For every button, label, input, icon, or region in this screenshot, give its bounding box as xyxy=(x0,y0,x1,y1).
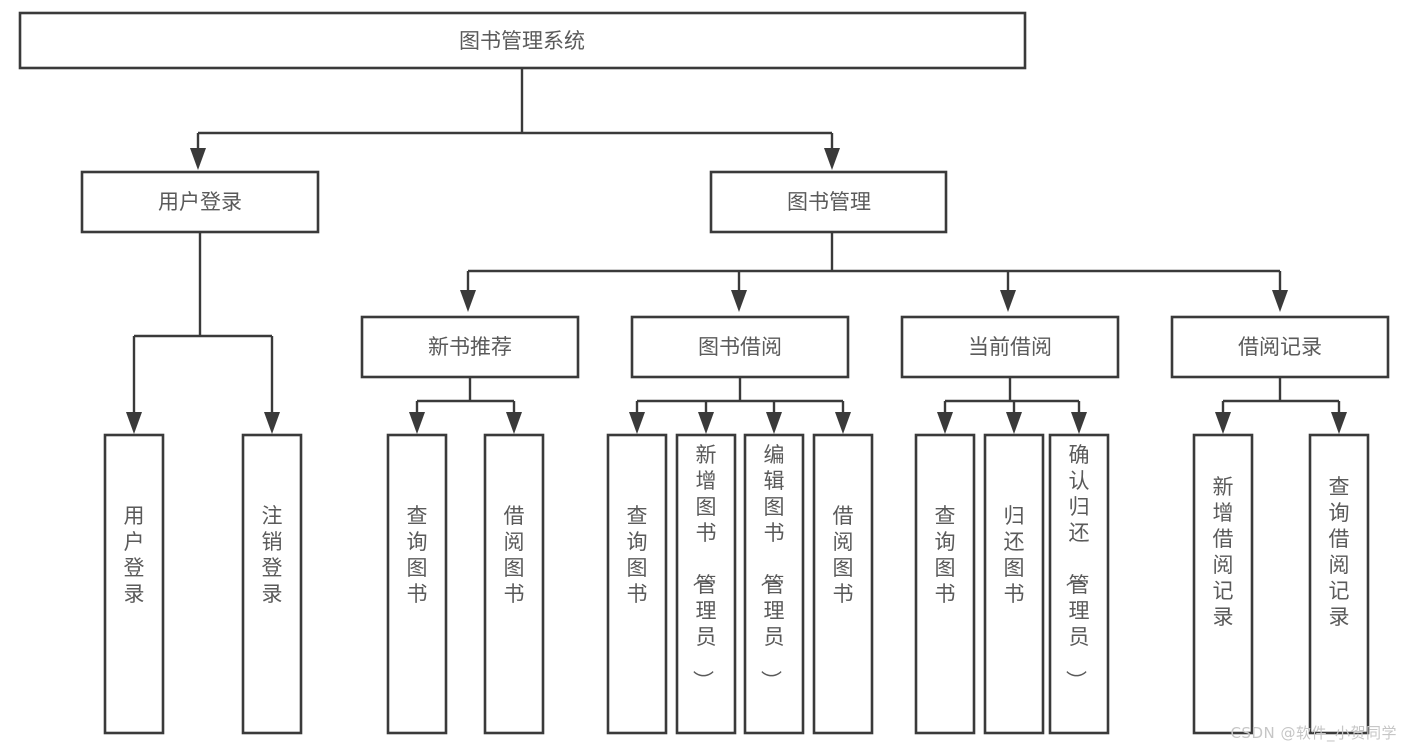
node-leaf-edit-book[interactable]: 编辑图书（管理员） xyxy=(743,433,805,735)
arrow-head-leaf-add-record xyxy=(1215,412,1231,434)
node-current-borrow[interactable]: 当前借阅 xyxy=(900,315,1120,379)
arrow-head-new-book-recommend xyxy=(460,290,476,312)
node-leaf-add-book-box[interactable] xyxy=(675,433,737,735)
arrow-head-leaf-confirm-return xyxy=(1071,412,1087,434)
node-leaf-logout-login-label: 注销登录 xyxy=(262,504,283,606)
csdn-watermark: CSDN @软件_小贺同学 xyxy=(1230,724,1397,742)
node-leaf-borrow-book-1-label: 借阅图书 xyxy=(504,504,525,606)
connector-group-book-borrow xyxy=(629,377,851,434)
node-leaf-query-book-1-label: 查询图书 xyxy=(407,504,428,606)
arrow-head-book-management xyxy=(824,148,840,170)
node-leaf-user-login[interactable]: 用户登录 xyxy=(103,433,165,735)
arrow-head-leaf-user-login xyxy=(126,412,142,434)
arrow-head-leaf-query-record xyxy=(1331,412,1347,434)
arrow-head-leaf-borrow-book-2 xyxy=(835,412,851,434)
node-book-management-label: 图书管理 xyxy=(787,190,871,214)
node-new-book-recommend[interactable]: 新书推荐 xyxy=(360,315,580,379)
arrow-head-leaf-return-book xyxy=(1006,412,1022,434)
node-leaf-query-book-3-box[interactable] xyxy=(914,433,976,735)
node-new-book-recommend-box[interactable] xyxy=(360,315,580,379)
node-leaf-add-book[interactable]: 新增图书（管理员） xyxy=(675,433,737,735)
node-leaf-edit-book-label: 编辑图书（管理员） xyxy=(759,443,785,691)
arrow-head-leaf-borrow-book-1 xyxy=(506,412,522,434)
arrow-head-borrow-record xyxy=(1272,290,1288,312)
connector-group-book-management xyxy=(460,232,1288,312)
arrow-head-leaf-query-book-2 xyxy=(629,412,645,434)
node-leaf-add-record-box[interactable] xyxy=(1192,433,1254,735)
node-book-management[interactable]: 图书管理 xyxy=(709,170,948,234)
connector-group-current-borrow xyxy=(937,377,1087,434)
node-borrow-record-box[interactable] xyxy=(1170,315,1390,379)
arrow-head-leaf-logout-login xyxy=(264,412,280,434)
node-borrow-record-label: 借阅记录 xyxy=(1238,335,1322,359)
node-leaf-query-book-1-box[interactable] xyxy=(386,433,448,735)
arrow-head-user-login xyxy=(190,148,206,170)
node-leaf-query-book-1[interactable]: 查询图书 xyxy=(386,433,448,735)
node-leaf-borrow-book-2-box[interactable] xyxy=(812,433,874,735)
node-leaf-query-book-3-label: 查询图书 xyxy=(935,504,956,606)
node-user-login-label: 用户登录 xyxy=(158,190,242,214)
node-borrow-record[interactable]: 借阅记录 xyxy=(1170,315,1390,379)
node-current-borrow-label: 当前借阅 xyxy=(968,335,1052,359)
node-leaf-return-book-box[interactable] xyxy=(983,433,1045,735)
node-leaf-logout-login-box[interactable] xyxy=(241,433,303,735)
node-leaf-borrow-book-2-label: 借阅图书 xyxy=(833,504,854,606)
node-leaf-confirm-return-label: 确认归还（管理员） xyxy=(1064,443,1090,691)
node-leaf-edit-book-box[interactable] xyxy=(743,433,805,735)
arrow-head-current-borrow xyxy=(1000,290,1016,312)
node-root-box[interactable] xyxy=(18,11,1027,70)
node-book-borrow-label: 图书借阅 xyxy=(698,335,782,359)
node-leaf-add-book-label: 新增图书（管理员） xyxy=(691,443,717,691)
arrow-head-leaf-add-book xyxy=(698,412,714,434)
node-leaf-add-record[interactable]: 新增借阅记录 xyxy=(1192,433,1254,735)
node-leaf-query-book-2[interactable]: 查询图书 xyxy=(606,433,668,735)
node-leaf-query-book-3[interactable]: 查询图书 xyxy=(914,433,976,735)
node-leaf-user-login-label: 用户登录 xyxy=(124,504,145,606)
node-leaf-query-book-2-box[interactable] xyxy=(606,433,668,735)
node-book-borrow[interactable]: 图书借阅 xyxy=(630,315,850,379)
node-leaf-return-book-label: 归还图书 xyxy=(1004,504,1025,606)
node-leaf-logout-login[interactable]: 注销登录 xyxy=(241,433,303,735)
node-user-login[interactable]: 用户登录 xyxy=(80,170,320,234)
arrow-head-leaf-query-book-1 xyxy=(409,412,425,434)
node-current-borrow-box[interactable] xyxy=(900,315,1120,379)
node-root-label: 图书管理系统 xyxy=(459,29,585,53)
arrow-head-book-borrow xyxy=(731,290,747,312)
node-leaf-borrow-book-2[interactable]: 借阅图书 xyxy=(812,433,874,735)
node-leaf-query-record[interactable]: 查询借阅记录 xyxy=(1308,433,1370,735)
node-leaf-query-record-box[interactable] xyxy=(1308,433,1370,735)
node-leaf-add-record-label: 新增借阅记录 xyxy=(1213,475,1234,629)
node-book-borrow-box[interactable] xyxy=(630,315,850,379)
connector-group-new-book-recommend xyxy=(409,377,522,434)
node-user-login-box[interactable] xyxy=(80,170,320,234)
node-leaf-user-login-box[interactable] xyxy=(103,433,165,735)
arrow-head-leaf-edit-book xyxy=(766,412,782,434)
node-root[interactable]: 图书管理系统 xyxy=(18,11,1027,70)
node-leaf-confirm-return-box[interactable] xyxy=(1048,433,1110,735)
node-leaf-borrow-book-1[interactable]: 借阅图书 xyxy=(483,433,545,735)
node-leaf-query-record-label: 查询借阅记录 xyxy=(1329,475,1350,629)
connector-group-borrow-record xyxy=(1215,377,1347,434)
arrow-head-leaf-query-book-3 xyxy=(937,412,953,434)
node-leaf-return-book[interactable]: 归还图书 xyxy=(983,433,1045,735)
node-leaf-borrow-book-1-box[interactable] xyxy=(483,433,545,735)
connector-group-root xyxy=(190,68,840,170)
node-book-management-box[interactable] xyxy=(709,170,948,234)
node-new-book-recommend-label: 新书推荐 xyxy=(428,335,512,359)
node-leaf-query-book-2-label: 查询图书 xyxy=(627,504,648,606)
connector-group-user-login xyxy=(126,232,280,434)
node-leaf-confirm-return[interactable]: 确认归还（管理员） xyxy=(1048,433,1110,735)
